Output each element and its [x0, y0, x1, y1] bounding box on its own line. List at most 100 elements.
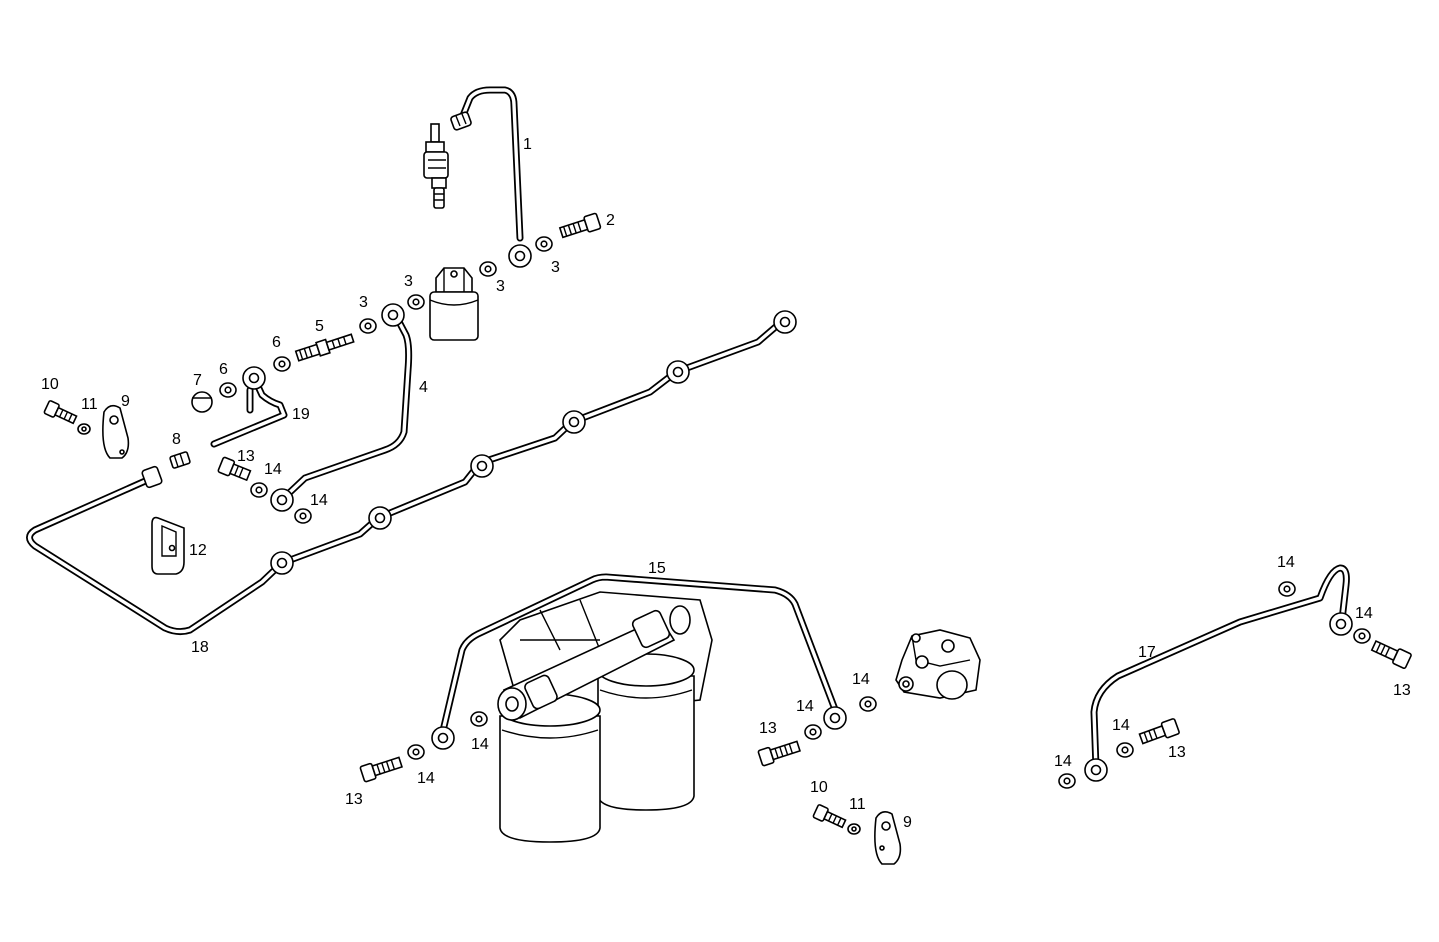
washer: [1116, 742, 1134, 758]
callout-11: 11: [849, 796, 866, 813]
callout-10: 10: [810, 779, 828, 796]
callout-3: 3: [404, 273, 413, 290]
washer: [407, 294, 425, 310]
callout-6: 6: [272, 334, 281, 351]
callout-13: 13: [345, 791, 363, 808]
pipe-18: [26, 314, 790, 636]
callout-14: 14: [310, 492, 328, 509]
washer: [859, 696, 877, 712]
banjo-eye: [773, 310, 797, 334]
washer: [273, 356, 291, 372]
cap-nut-7: [191, 391, 213, 413]
callout-3: 3: [359, 294, 368, 311]
pipe-1: [458, 86, 524, 242]
callout-19: 19: [292, 406, 310, 423]
banjo-eye: [1084, 758, 1108, 782]
callout-14: 14: [1277, 554, 1295, 571]
banjo-eye: [470, 454, 494, 478]
callout-14: 14: [471, 736, 489, 753]
pipe-19: [210, 378, 288, 448]
callout-6: 6: [219, 361, 228, 378]
washer: [1278, 581, 1296, 597]
callout-8: 8: [172, 431, 181, 448]
bolt-13c: [757, 740, 801, 767]
valve-cap-3: [429, 267, 479, 341]
callout-14: 14: [1054, 753, 1072, 770]
bolt-13b: [359, 756, 403, 783]
washer: [1058, 773, 1076, 789]
banjo-fittings: [242, 244, 1353, 782]
callout-17: 17: [1138, 644, 1156, 661]
washer: [1353, 628, 1371, 644]
washer: [77, 423, 91, 435]
banjo-eye: [270, 488, 294, 512]
fitting-nut-18: [141, 465, 163, 489]
callout-13: 13: [237, 448, 255, 465]
banjo-eye: [242, 366, 266, 390]
callout-15: 15: [648, 560, 666, 577]
injector-nozzle: [423, 123, 449, 209]
banjo-eye: [270, 551, 294, 575]
bolt-10b: [812, 804, 847, 829]
bolt-13: [217, 456, 252, 482]
banjo-bolts: [43, 212, 1412, 829]
banjo-eye: [431, 726, 455, 750]
clamp-9b: [874, 810, 902, 865]
fitting-nut-1: [450, 111, 472, 131]
callout-11: 11: [81, 396, 98, 413]
callout-13: 13: [759, 720, 777, 737]
fuel-filter-assembly: [497, 591, 713, 843]
callout-4: 4: [419, 379, 428, 396]
banjo-eye: [823, 706, 847, 730]
callout-7: 7: [193, 372, 202, 389]
feed-pump: [895, 629, 981, 700]
washer: [407, 744, 425, 760]
bolt-8: [169, 451, 191, 469]
callout-1: 1: [523, 136, 532, 153]
callout-10: 10: [41, 376, 59, 393]
banjo-eye: [508, 244, 532, 268]
bolt-10a: [43, 400, 78, 425]
bolt-13e: [1370, 639, 1412, 669]
washer: [250, 482, 268, 498]
callout-3: 3: [551, 259, 560, 276]
callout-3: 3: [496, 278, 505, 295]
callout-13: 13: [1393, 682, 1411, 699]
bolt-5: [294, 333, 355, 362]
bolt-2: [558, 212, 602, 239]
callout-9: 9: [121, 393, 130, 410]
banjo-eye: [1329, 612, 1353, 636]
clamp-9a: [102, 404, 130, 459]
washer: [804, 724, 822, 740]
pipe-4: [284, 312, 413, 498]
banjo-eye: [368, 506, 392, 530]
callout-14: 14: [852, 671, 870, 688]
washer: [847, 823, 861, 835]
washer: [294, 508, 312, 524]
banjo-eye: [381, 303, 405, 327]
washer: [359, 318, 377, 334]
washer: [535, 236, 553, 252]
callout-14: 14: [1112, 717, 1130, 734]
banjo-eye: [562, 410, 586, 434]
pipe-15: [438, 573, 840, 739]
bracket-12: [151, 516, 185, 575]
washers: [77, 236, 1371, 835]
callout-14: 14: [1355, 605, 1373, 622]
callout-14: 14: [264, 461, 282, 478]
callout-14: 14: [417, 770, 435, 787]
callout-labels: 1 2 3 3 3 3 4 5 6 6 7 8 9 10 11 12 13 14…: [41, 136, 1411, 831]
pipe-17: [1090, 564, 1350, 772]
bolt-13d: [1138, 718, 1180, 745]
callout-2: 2: [606, 212, 615, 229]
callout-14: 14: [796, 698, 814, 715]
washer: [470, 711, 488, 727]
callout-5: 5: [315, 318, 324, 335]
washer: [479, 261, 497, 277]
banjo-eye: [666, 360, 690, 384]
callout-13: 13: [1168, 744, 1186, 761]
callout-12: 12: [189, 542, 207, 559]
washer: [219, 382, 237, 398]
